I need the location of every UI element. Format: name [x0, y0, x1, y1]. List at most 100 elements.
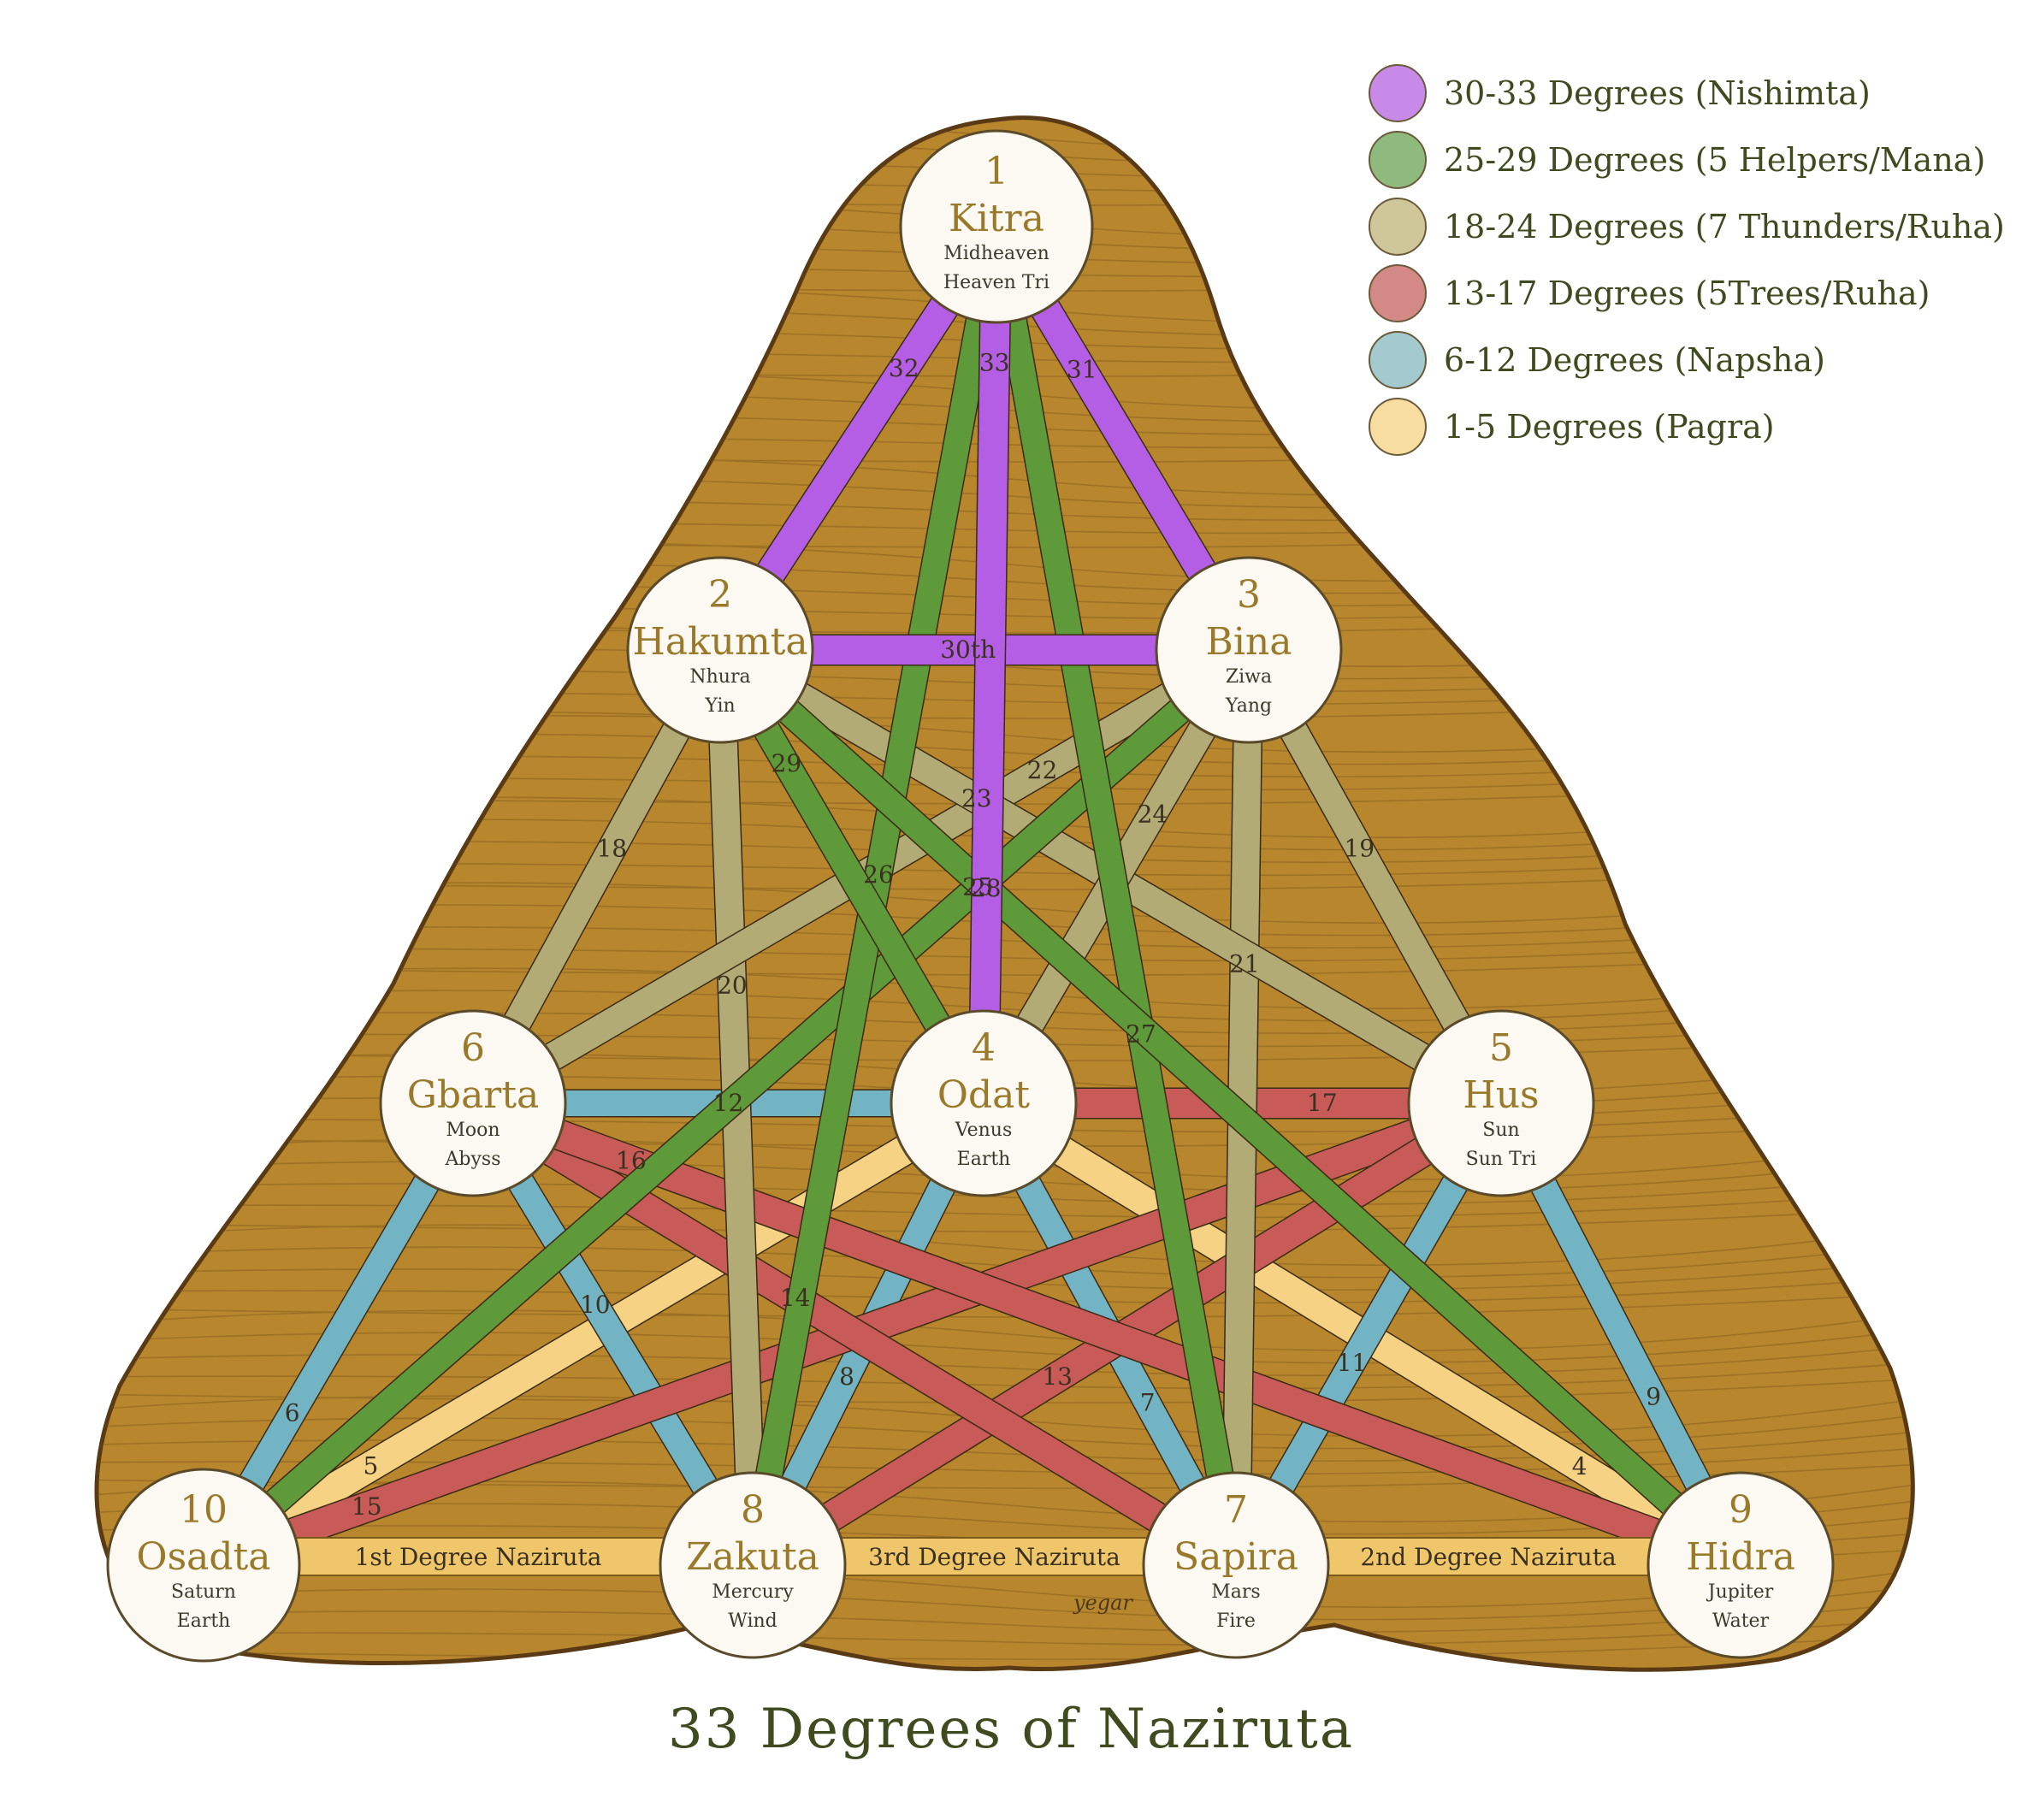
node-number: 1	[984, 150, 1008, 193]
node-subtitle-1: Sun	[1482, 1120, 1519, 1141]
legend-item: 18-24 Degrees (7 Thunders/Ruha)	[1369, 193, 2005, 260]
hatch-line	[97, 1171, 1913, 1206]
node-circle	[1647, 1471, 1835, 1659]
connection-label: 16	[616, 1146, 647, 1174]
connection-label: 12	[713, 1089, 744, 1117]
node-subtitle-1: Moon	[446, 1120, 500, 1141]
node-circle	[379, 1009, 567, 1197]
connection-label: 8	[839, 1362, 854, 1391]
connection-label: 20	[717, 972, 748, 1000]
node-subtitle-2: Wind	[728, 1610, 777, 1632]
connection-label: 28	[971, 874, 1002, 902]
node-name: Sapira	[1174, 1535, 1298, 1579]
naziruta-band-label: 1st Degree Naziruta	[355, 1543, 602, 1571]
legend-item: 25-29 Degrees (5 Helpers/Mana)	[1369, 127, 2001, 193]
connection-label: 13	[1042, 1362, 1073, 1391]
legend-item: 6-12 Degrees (Napsha)	[1369, 327, 2001, 393]
connection-label: 14	[780, 1284, 811, 1312]
legend-swatch-icon	[1369, 198, 1427, 256]
node-subtitle-2: Sun Tri	[1466, 1149, 1537, 1170]
node-circle	[106, 1468, 301, 1663]
node-number: 4	[972, 1026, 996, 1070]
node-name: Hus	[1463, 1073, 1539, 1117]
legend-item: 30-33 Degrees (Nishimta)	[1369, 60, 2001, 127]
node-subtitle-1: Mercury	[712, 1581, 794, 1603]
naziruta-band-label: 2nd Degree Naziruta	[1360, 1543, 1616, 1571]
node-number: 9	[1729, 1488, 1753, 1532]
node-number: 2	[708, 573, 732, 617]
connection-label: 10	[580, 1291, 611, 1319]
node-number: 6	[461, 1026, 485, 1070]
node-subtitle-1: Ziwa	[1226, 666, 1272, 688]
hatch-line	[97, 1342, 1913, 1377]
node-name: Hidra	[1686, 1535, 1795, 1579]
connection-label: 23	[961, 784, 992, 812]
node-number: 3	[1237, 573, 1261, 617]
connection-line	[196, 1090, 991, 1578]
node-subtitle-1: Mars	[1211, 1581, 1260, 1603]
connection-line	[195, 640, 1257, 1575]
node-subtitle-1: Venus	[955, 1120, 1013, 1141]
node-subtitle-1: Jupiter	[1706, 1581, 1774, 1603]
connection-label: 7	[1140, 1389, 1156, 1417]
legend-label: 18-24 Degrees (7 Thunders/Ruha)	[1444, 208, 2005, 245]
node-subtitle-1: Nhura	[689, 666, 750, 688]
hatch-line	[97, 1325, 1913, 1364]
connection-line	[468, 1090, 1746, 1579]
diagram-title: 33 Degrees of Naziruta	[667, 1698, 1355, 1761]
node-circle	[1407, 1009, 1595, 1197]
naziruta-band-label: 3rd Degree Naziruta	[868, 1543, 1120, 1571]
node-name: Bina	[1206, 620, 1292, 664]
connection-label: 11	[1337, 1349, 1368, 1377]
node-subtitle-2: Yin	[704, 695, 735, 717]
node-subtitle-2: Heaven Tri	[943, 272, 1049, 293]
connection-label: 6	[285, 1398, 300, 1427]
node-circle	[1142, 1471, 1330, 1659]
node-number: 7	[1224, 1488, 1248, 1532]
node-name: Zakuta	[686, 1535, 819, 1579]
hatch-line	[97, 1188, 1913, 1219]
legend-label: 13-17 Degrees (5Trees/Ruha)	[1444, 275, 1930, 312]
connection-label: 25	[962, 873, 993, 901]
node-name: Osadta	[137, 1535, 271, 1579]
legend-swatch-icon	[1369, 264, 1427, 322]
connection-label: 32	[889, 354, 919, 382]
node-number: 8	[741, 1488, 765, 1532]
node-subtitle-2: Water	[1712, 1610, 1770, 1632]
node-name: Odat	[937, 1073, 1030, 1117]
legend-label: 6-12 Degrees (Napsha)	[1444, 341, 1825, 379]
node-name: Kitra	[949, 197, 1044, 240]
node-subtitle-2: Earth	[177, 1610, 231, 1632]
connection-label: 30th	[940, 635, 996, 664]
connection-label: 9	[1646, 1382, 1661, 1410]
node-subtitle-2: Yang	[1225, 695, 1272, 717]
connection-label: 24	[1138, 800, 1168, 828]
node-subtitle-2: Abyss	[445, 1149, 501, 1170]
connection-label: 18	[596, 834, 627, 862]
legend-swatch-icon	[1369, 331, 1427, 389]
legend-item: 13-17 Degrees (5Trees/Ruha)	[1369, 260, 2001, 327]
hatch-line	[97, 1616, 1913, 1646]
node-number: 5	[1489, 1026, 1513, 1070]
node-subtitle-2: Fire	[1216, 1610, 1256, 1632]
connection-label: 4	[1572, 1452, 1587, 1480]
node-name: Gbarta	[407, 1073, 540, 1117]
legend-label: 25-29 Degrees (5 Helpers/Mana)	[1444, 141, 1986, 179]
hatch-line	[97, 1598, 1913, 1634]
connection-line	[465, 1090, 1244, 1578]
legend-swatch-icon	[1369, 398, 1427, 456]
legend-swatch-icon	[1369, 64, 1427, 122]
legend: 30-33 Degrees (Nishimta) 25-29 Degrees (…	[1369, 60, 2005, 460]
connection-label: 22	[1027, 756, 1058, 784]
connection-label: 33	[979, 348, 1010, 376]
connection-label: 26	[863, 860, 894, 889]
